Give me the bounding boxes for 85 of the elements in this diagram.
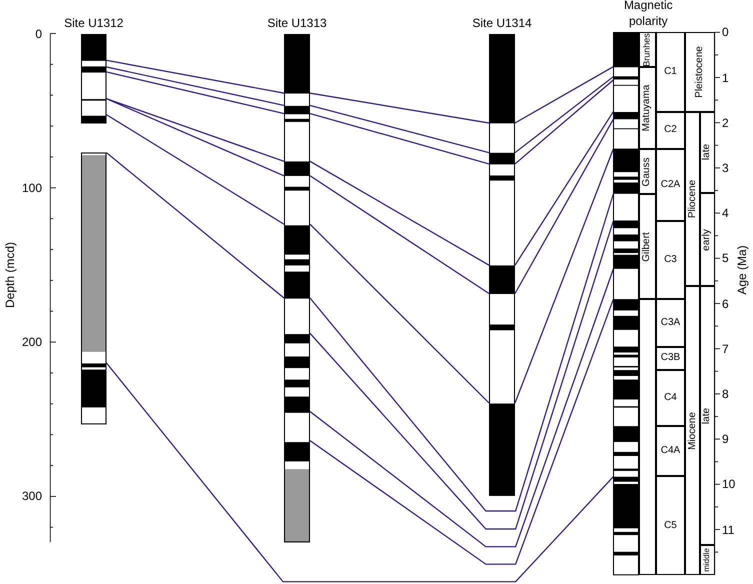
chron-name: C2A — [660, 180, 680, 190]
timescale-box — [656, 476, 686, 575]
timescale-box — [656, 149, 686, 221]
timescale-box — [700, 112, 715, 194]
tie-line — [310, 175, 490, 294]
tick-label: 10 — [722, 478, 736, 490]
tick-label: 100 — [22, 182, 42, 194]
timescale-box — [685, 112, 700, 286]
tie-line — [106, 152, 284, 298]
tie-line — [106, 71, 284, 114]
tie-line — [106, 66, 284, 106]
interval-name: late — [702, 407, 712, 424]
timescale-box — [639, 32, 656, 67]
tick-label: 0 — [35, 28, 42, 40]
timescale-box — [656, 426, 686, 476]
tick-label: 9 — [722, 433, 729, 446]
interval-name: Pleistocene — [694, 46, 705, 98]
tick-label: 0 — [722, 26, 729, 38]
column-heading: Site U1314 — [471, 14, 533, 30]
timescale-box — [656, 370, 686, 426]
timescale-box — [639, 149, 656, 194]
tick-label: 7 — [722, 342, 729, 355]
chron-name: C5 — [664, 520, 677, 530]
interval-name: Brunhes — [642, 32, 652, 66]
chron-name: C1 — [664, 66, 677, 77]
tie-line — [310, 104, 490, 154]
axis-title: Depth (mcd) — [4, 242, 16, 308]
tick-label: 6 — [722, 298, 729, 310]
interval-name: early — [702, 228, 712, 250]
interval-name: Pliocene — [688, 180, 698, 218]
tick-label: 4 — [722, 207, 729, 220]
interval-name: Matuyama — [642, 84, 652, 132]
interval-name: late — [702, 144, 712, 161]
timescale-box — [656, 346, 686, 370]
column-heading: Site U1313 — [266, 14, 328, 30]
tie-line — [514, 111, 614, 266]
tie-line — [106, 60, 284, 94]
tie-line — [106, 362, 614, 582]
tick-label: 8 — [722, 388, 729, 400]
tick-label: 2 — [722, 116, 729, 129]
timescale-box — [639, 194, 656, 300]
tick-label: 300 — [22, 490, 42, 502]
column-heading: Site U1312 — [63, 14, 124, 30]
timescale-box — [656, 32, 686, 112]
tie-line — [106, 98, 284, 176]
tie-line — [310, 268, 614, 548]
column-heading: Magnetic polarity — [622, 0, 674, 30]
chron-name: C3 — [664, 255, 677, 266]
timescale-box — [685, 32, 715, 112]
chron-name: C3A — [660, 318, 680, 328]
chron-name: C3B — [660, 353, 680, 364]
tie-line — [310, 160, 490, 266]
timescale-box — [700, 286, 715, 545]
tie-line — [106, 98, 284, 162]
interval-name: Gauss — [642, 157, 652, 186]
interval-name: Gilbert — [642, 232, 652, 262]
tie-line — [514, 80, 614, 164]
chron-name: C4 — [664, 393, 677, 403]
tie-line — [514, 148, 614, 404]
tie-line — [514, 66, 614, 124]
chron-name: C2 — [664, 125, 677, 136]
tie-line — [310, 224, 490, 404]
tie-line — [514, 119, 614, 294]
blank-box — [639, 299, 656, 575]
interval-name: Miocene — [688, 412, 698, 450]
tick-label: 5 — [722, 252, 729, 264]
tick-label: 3 — [722, 162, 729, 174]
tick-label: 11 — [722, 524, 734, 536]
timescale-box — [700, 193, 715, 286]
timescale-box — [700, 545, 715, 575]
timescale-box — [656, 112, 686, 149]
timescale-box — [656, 299, 686, 347]
chron-name: C4A — [660, 446, 680, 456]
tie-line — [310, 113, 490, 164]
timescale-box — [639, 67, 656, 149]
axis-title: Age (Ma) — [736, 245, 748, 295]
tie-line — [310, 92, 490, 124]
tie-line — [106, 114, 284, 225]
timescale-box — [685, 286, 700, 575]
timescale-box — [656, 221, 686, 300]
tick-label: 200 — [22, 336, 42, 348]
tick-label: 1 — [722, 72, 729, 84]
interval-name: middle — [703, 548, 712, 572]
tie-line — [514, 76, 614, 154]
tie-line — [310, 299, 614, 565]
